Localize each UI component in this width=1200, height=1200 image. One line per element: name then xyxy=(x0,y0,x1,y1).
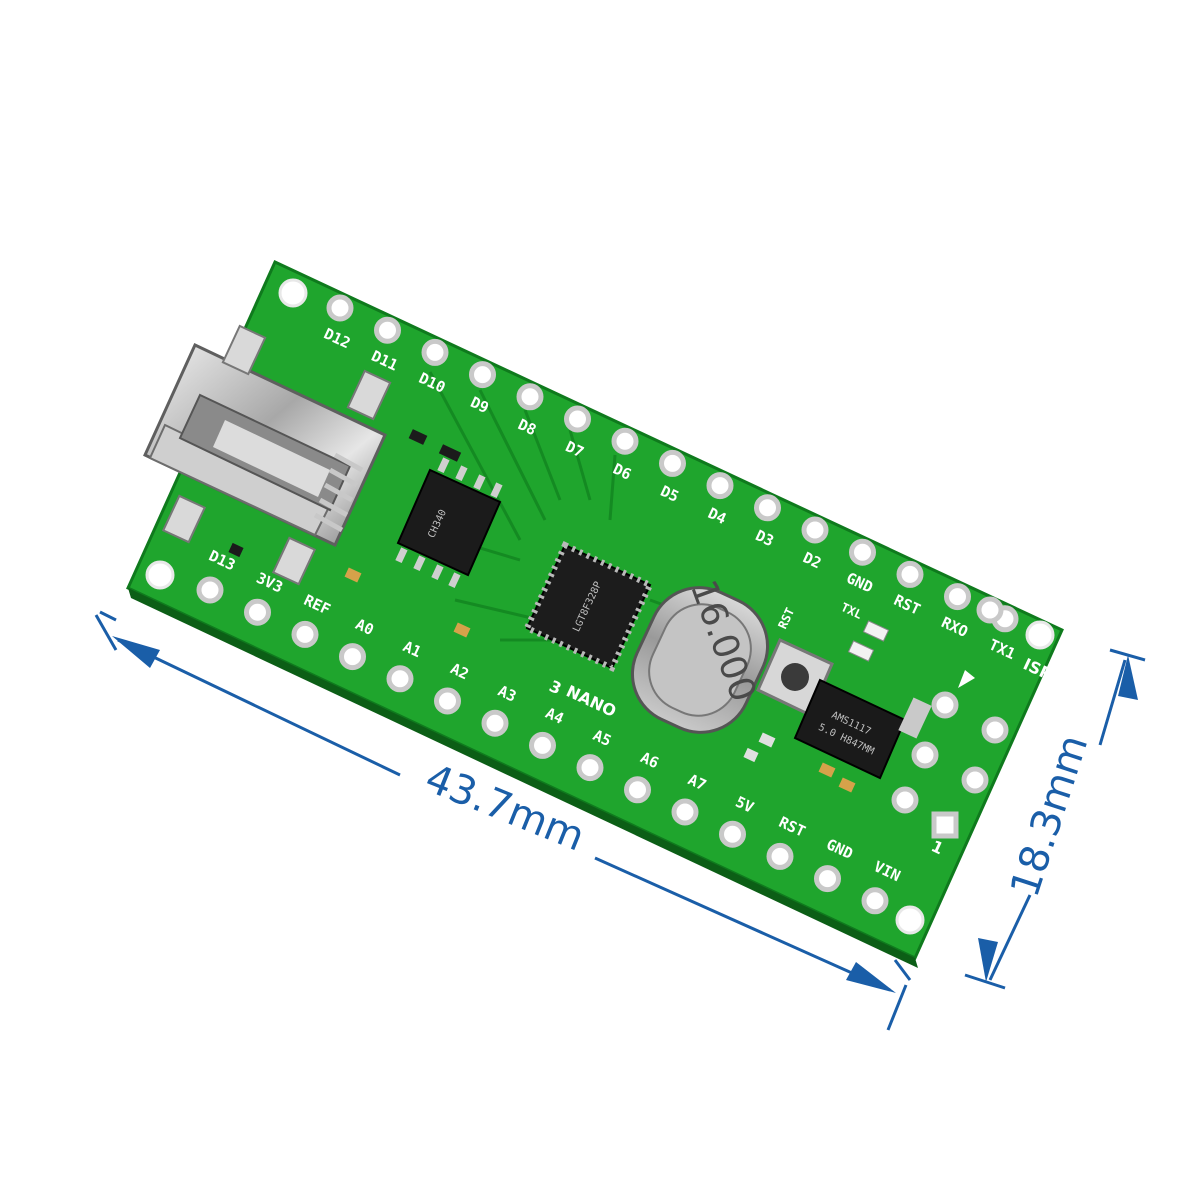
header-pin-pad xyxy=(434,687,461,715)
header-pin-label: A6 xyxy=(638,748,662,772)
length-arrow-right xyxy=(846,962,896,993)
header-pin-pad xyxy=(706,472,734,500)
usb-pins xyxy=(313,452,364,533)
width-label: 18.3mm xyxy=(1002,729,1097,902)
header-pin-pad xyxy=(326,294,354,322)
header-pin-label: A3 xyxy=(495,682,519,706)
header-pin-pad xyxy=(244,598,271,626)
isp-header xyxy=(891,596,1009,839)
header-pin-label: D5 xyxy=(658,482,682,506)
smd-components xyxy=(228,429,890,793)
header-pin-pad xyxy=(576,754,604,782)
pcb-edge xyxy=(128,588,918,968)
header-pin-pad xyxy=(386,665,414,693)
header-pin-pad xyxy=(339,643,366,671)
width-arrow-top xyxy=(1118,655,1138,700)
header-pin-pad xyxy=(196,576,224,604)
isp-pin1-marker xyxy=(958,670,975,688)
header-pin-pad xyxy=(469,361,496,389)
crystal-oscillator: 16.000 xyxy=(630,575,770,734)
isp-pin-pad xyxy=(911,741,939,769)
header-pin-pad xyxy=(564,405,591,433)
isp-pin-pad xyxy=(931,811,959,839)
header-pin-label: A0 xyxy=(353,615,377,639)
header-pin-label: D4 xyxy=(705,504,729,528)
isp-pin-pad xyxy=(931,691,959,719)
reset-button-cap xyxy=(781,663,809,691)
isp-pin-pad xyxy=(976,596,1004,624)
header-pin-pad xyxy=(766,842,794,870)
header-pin-pad xyxy=(801,516,829,544)
isp-pin-pad xyxy=(961,766,989,794)
header-pin-pad xyxy=(529,731,556,759)
header-pin-pad xyxy=(421,338,449,366)
header-pin-pad xyxy=(671,798,699,826)
width-arrow-bottom xyxy=(978,938,998,982)
header-pin-pad xyxy=(896,560,924,588)
length-arrow-left xyxy=(112,636,160,668)
length-tick-right xyxy=(893,959,912,981)
mount-hole xyxy=(895,905,925,935)
header-pin-label: A7 xyxy=(685,770,709,794)
header-pin-label: D3 xyxy=(753,526,777,550)
header-pin-pad xyxy=(814,865,841,893)
mount-hole xyxy=(1025,620,1055,650)
header-pin-label: A2 xyxy=(448,659,472,683)
header-pin-pad xyxy=(754,494,781,522)
header-pin-label: A1 xyxy=(400,637,424,661)
mini-usb-connector xyxy=(143,324,392,586)
mount-hole xyxy=(145,560,175,590)
header-pin-label: A4 xyxy=(543,704,567,728)
header-pin-pad xyxy=(374,316,401,344)
header-pin-label: D8 xyxy=(515,415,539,439)
header-pin-label: D6 xyxy=(610,460,634,484)
header-pin-pad xyxy=(944,583,971,611)
length-tick-left xyxy=(99,610,117,622)
header-pin-pad xyxy=(624,776,651,804)
header-pin-pad xyxy=(861,887,889,915)
length-line-left xyxy=(117,638,401,777)
header-pin-pad xyxy=(516,383,544,411)
mount-hole xyxy=(278,278,308,308)
header-pin-label: 5V xyxy=(733,793,757,817)
header-pin-label: D7 xyxy=(563,437,587,461)
header-pin-label: A5 xyxy=(590,726,614,750)
usb-serial-ic: CH340 xyxy=(395,457,503,589)
header-pin-pad xyxy=(481,709,509,737)
mcu-chip: LGT8F328P xyxy=(523,540,654,673)
width-line-bottom xyxy=(988,894,1032,981)
voltage-regulator: AMS1117 5.0 H847MM xyxy=(793,678,932,780)
header-pin-pad xyxy=(291,620,319,648)
isp-pin-pad xyxy=(891,786,919,814)
header-pin-label: D2 xyxy=(800,548,824,572)
header-pin-label: D9 xyxy=(468,393,492,417)
isp-pin-pad xyxy=(981,716,1009,744)
length-line-right xyxy=(594,856,891,992)
header-pin-pad xyxy=(659,449,686,477)
header-pin-pad xyxy=(849,538,876,566)
header-pin-pad xyxy=(611,427,639,455)
width-line-top xyxy=(1098,659,1127,746)
header-pin-pad xyxy=(719,820,746,848)
